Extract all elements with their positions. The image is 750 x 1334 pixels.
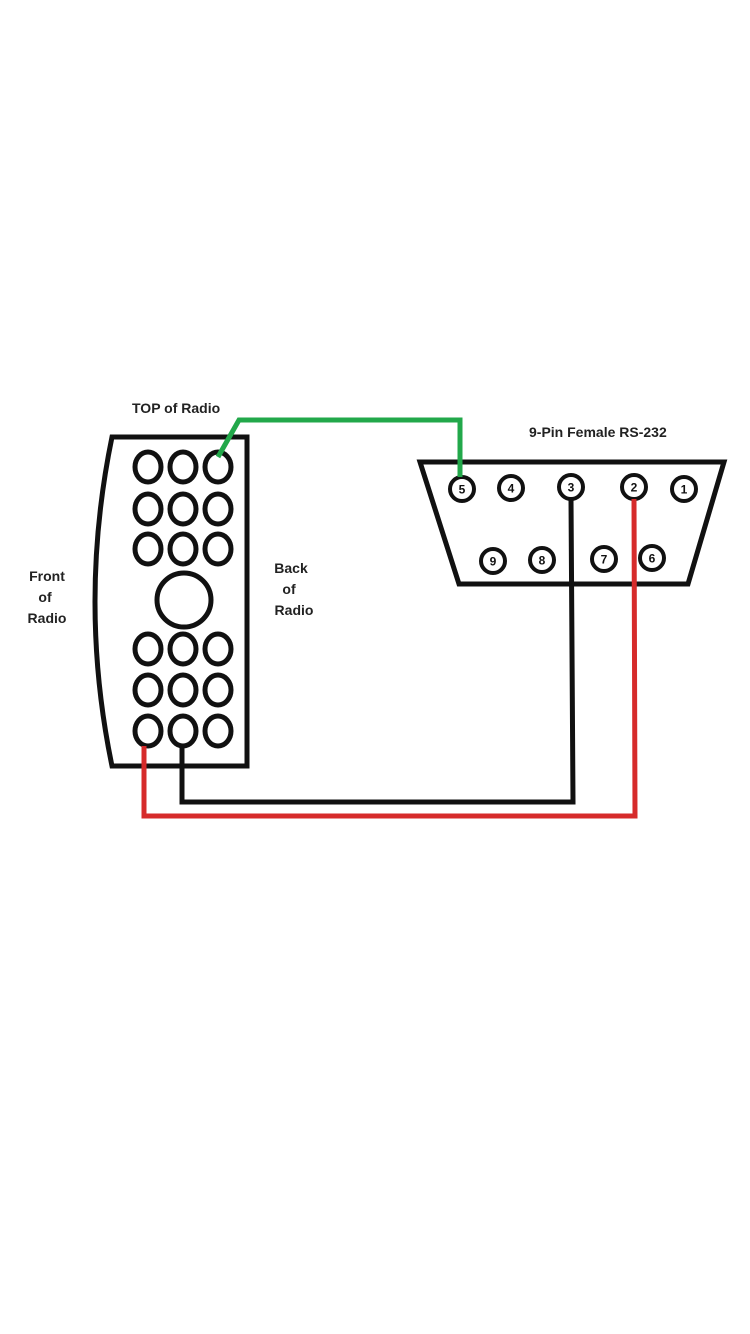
radio-pin-r6c2 [167, 713, 199, 749]
db9-pin-row-bottom: 9 8 7 6 [479, 544, 666, 575]
db9-pin-5-label: 5 [459, 483, 466, 497]
db9-pin-6: 6 [638, 544, 666, 572]
label-rs232-title: 9-Pin Female RS-232 [529, 424, 667, 440]
radio-pin-r2c1 [132, 491, 164, 527]
radio-pin-r3c3 [202, 531, 234, 567]
db9-pin-row-top: 5 4 3 2 1 [448, 473, 698, 503]
label-front-line1: Front [29, 568, 65, 584]
db9-pin-3: 3 [557, 473, 585, 501]
db9-pin-8-label: 8 [539, 554, 546, 568]
label-back-line1: Back [274, 560, 308, 576]
db9-pin-2-label: 2 [631, 481, 638, 495]
label-top-of-radio: TOP of Radio [132, 400, 220, 416]
db9-pin-8: 8 [528, 546, 556, 574]
db9-pin-9-label: 9 [490, 555, 497, 569]
radio-pin-r4c2 [167, 631, 199, 667]
radio-pin-r2c2 [167, 491, 199, 527]
db9-pin-7: 7 [590, 545, 618, 573]
radio-pin-r3c1 [132, 531, 164, 567]
db9-pin-6-label: 6 [649, 552, 656, 566]
label-front-line3: Radio [28, 610, 67, 626]
db9-pin-1-label: 1 [681, 483, 688, 497]
radio-pin-r5c2 [167, 672, 199, 708]
radio-pin-r1c2 [167, 449, 199, 485]
wire-black [179, 498, 576, 805]
db9-pin-4-label: 4 [508, 482, 515, 496]
radio-pin-r3c2 [167, 531, 199, 567]
db9-pin-3-label: 3 [568, 481, 575, 495]
radio-pin-r1c1 [132, 449, 164, 485]
radio-pin-r4c3 [202, 631, 234, 667]
label-front-of-radio: Front of Radio [28, 568, 67, 626]
db9-pin-2: 2 [620, 473, 648, 501]
db9-pin-7-label: 7 [601, 553, 608, 567]
db9-pin-9: 9 [479, 547, 507, 575]
db9-pin-4: 4 [497, 474, 525, 502]
db9-pin-1: 1 [670, 475, 698, 503]
radio-pin-r5c3 [202, 672, 234, 708]
label-front-line2: of [38, 589, 52, 605]
radio-pin-r5c1 [132, 672, 164, 708]
radio-pin-r2c3 [202, 491, 234, 527]
radio-center-hole [154, 570, 214, 630]
db9-pin-5: 5 [448, 475, 476, 503]
label-back-line2: of [282, 581, 296, 597]
wire-red [141, 498, 638, 819]
radio-pin-r6c3 [202, 713, 234, 749]
wire-green [215, 417, 463, 477]
radio-pin-r4c1 [132, 631, 164, 667]
radio-pin-r6c1 [132, 713, 164, 749]
label-back-line3: Radio [275, 602, 314, 618]
label-back-of-radio: Back of Radio [274, 560, 313, 618]
